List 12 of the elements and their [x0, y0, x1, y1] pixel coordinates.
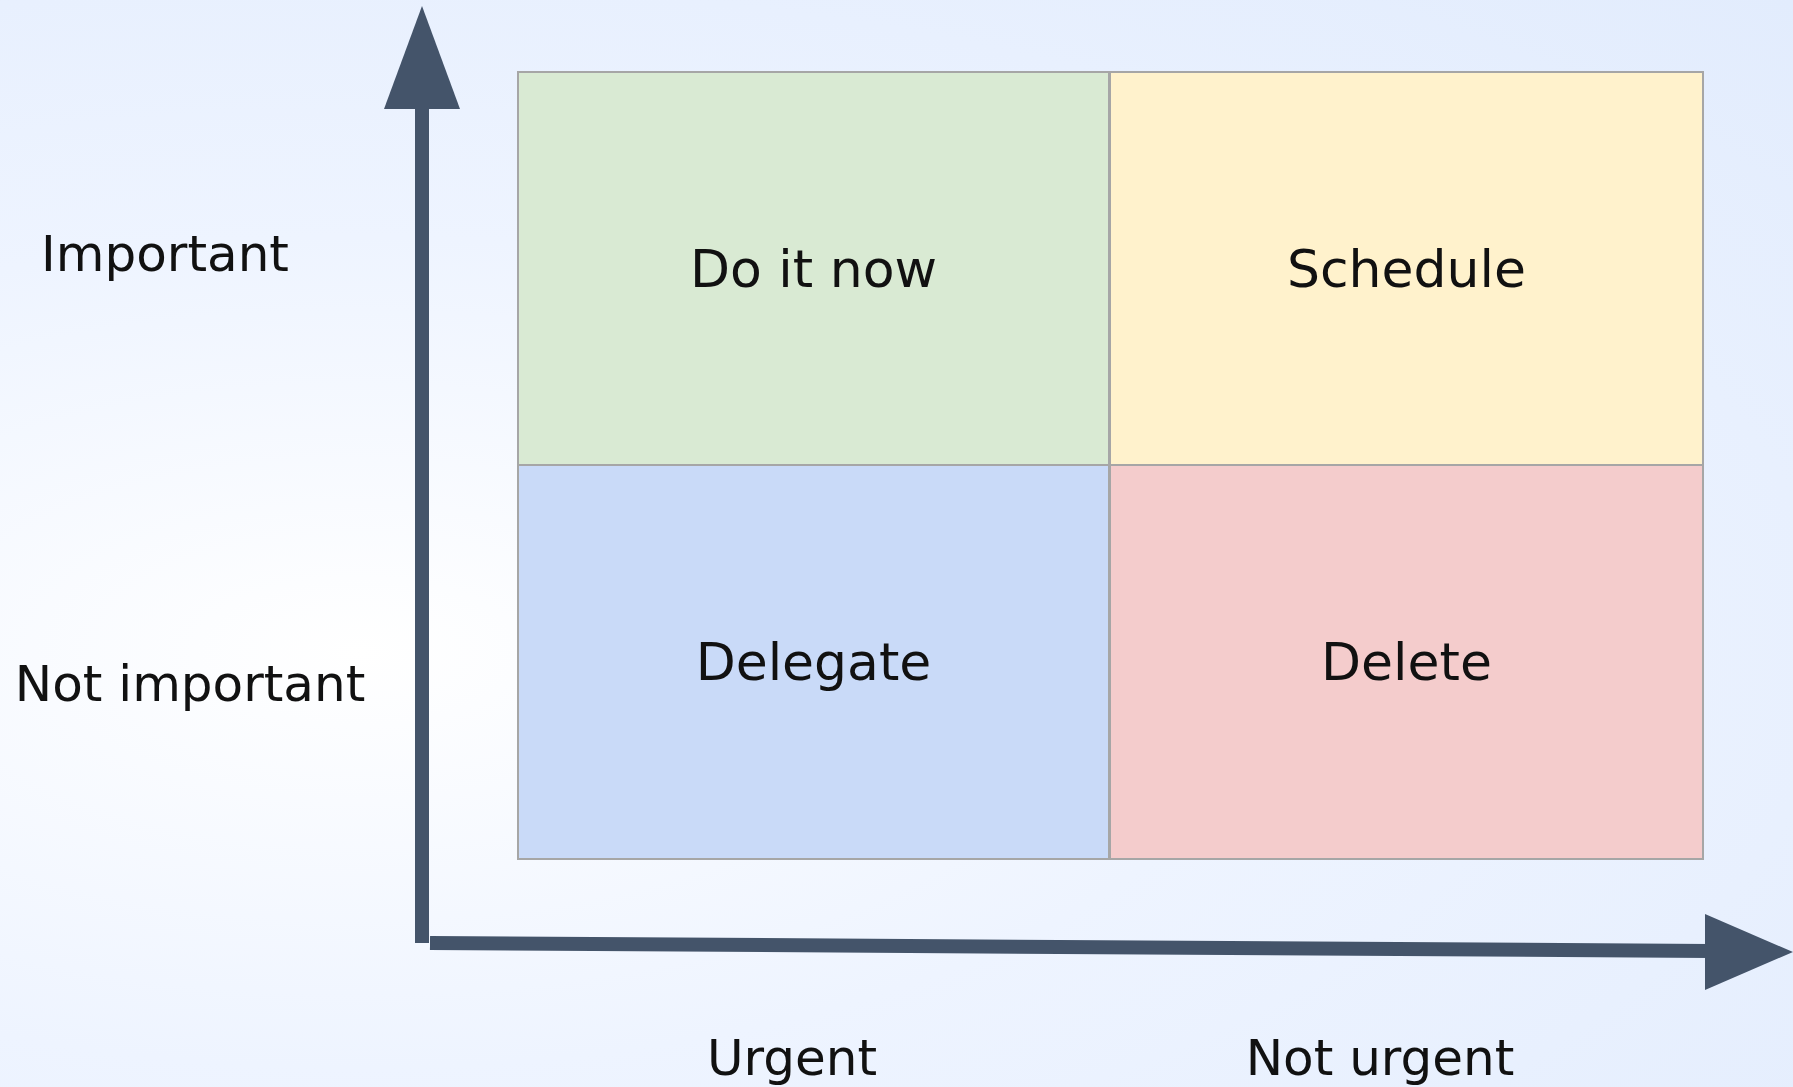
axis-label: Not urgent: [1245, 1029, 1515, 1087]
axis-label: Not important: [14, 655, 366, 713]
axis-label: Important: [41, 225, 289, 283]
axis-label: Urgent: [706, 1029, 878, 1087]
quadrant-cell: [517, 464, 1110, 860]
quadrant-label: Delegate: [695, 632, 932, 692]
quadrant-cell: [1109, 71, 1704, 466]
quadrant-label: Schedule: [1287, 238, 1526, 299]
quadrant-label: Delete: [1321, 632, 1492, 692]
quadrant-cell: [1109, 464, 1704, 860]
quadrant-label: Do it now: [689, 238, 938, 299]
quadrant-cell: [517, 71, 1110, 466]
